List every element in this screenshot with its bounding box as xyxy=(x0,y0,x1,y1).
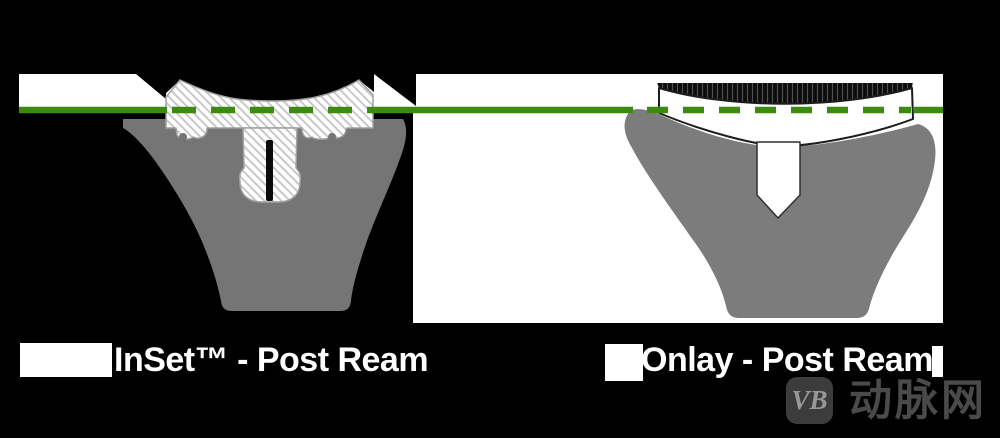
left-plate-left-notch xyxy=(136,74,166,99)
plate-notch-1 xyxy=(179,133,187,141)
left-bone-shape xyxy=(123,119,407,311)
plate-notch-2 xyxy=(216,133,224,141)
plate-notch-3 xyxy=(328,133,336,141)
watermark-badge: VB xyxy=(786,377,833,424)
right-figure-label: Onlay - Post Ream xyxy=(641,341,933,379)
watermark-brand: 动脉网 xyxy=(849,377,987,425)
right-reamed-bowl xyxy=(657,83,913,104)
right-label-white-sliver xyxy=(932,346,943,377)
plate-notch-4 xyxy=(351,133,359,141)
right-onlay-cap xyxy=(658,87,914,147)
left-figure-label: InSet™ - Post Ream xyxy=(114,341,429,379)
left-label-white-box xyxy=(20,343,112,377)
right-peg-wedge xyxy=(756,141,801,219)
right-label-white-box xyxy=(605,344,643,381)
post-expansion-slot xyxy=(266,140,273,201)
left-plate-right-notch xyxy=(374,74,416,106)
